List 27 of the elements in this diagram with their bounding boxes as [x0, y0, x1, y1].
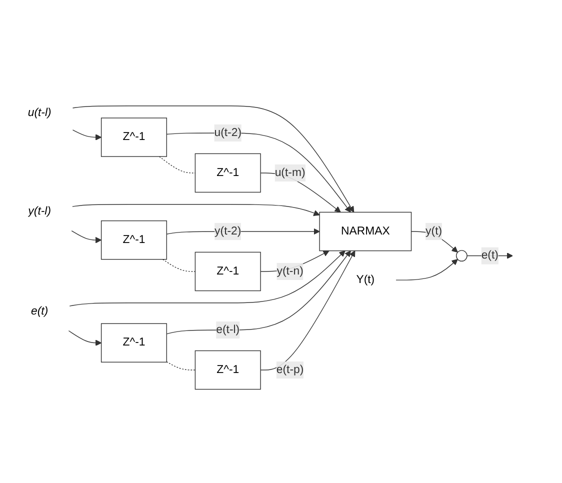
connector	[166, 361, 196, 370]
edge-label: u(t-m)	[274, 166, 306, 179]
node-box: Z^-1	[194, 252, 261, 292]
edge-label: y(t)	[426, 225, 442, 238]
connector	[162, 259, 196, 272]
node-box: Z^-1	[100, 118, 167, 157]
edge-label: y(t-n)	[276, 265, 304, 278]
node-box: Z^-1	[100, 323, 167, 363]
arrow	[72, 204, 320, 216]
edge-label: u(t-2)	[214, 126, 242, 139]
edge-label: e(t-l)	[216, 324, 240, 336]
edge-label: e(t-p)	[276, 364, 304, 376]
arrow	[396, 259, 458, 280]
arrow	[72, 130, 102, 140]
node-box: NARMAX	[319, 212, 412, 252]
arrow	[71, 230, 102, 244]
connector	[158, 156, 196, 174]
edge-label: y(t-2)	[214, 225, 242, 238]
node-box: Z^-1	[194, 350, 261, 390]
node-circle	[456, 250, 468, 262]
arrow	[68, 330, 102, 346]
edge-label: e(t)	[481, 249, 498, 262]
node-box: Z^-1	[194, 153, 261, 193]
node-box: Z^-1	[100, 220, 167, 260]
node-text: u(t-l)	[28, 106, 52, 119]
node-text: Y(t)	[356, 274, 375, 286]
node-text: e(t)	[31, 305, 48, 318]
